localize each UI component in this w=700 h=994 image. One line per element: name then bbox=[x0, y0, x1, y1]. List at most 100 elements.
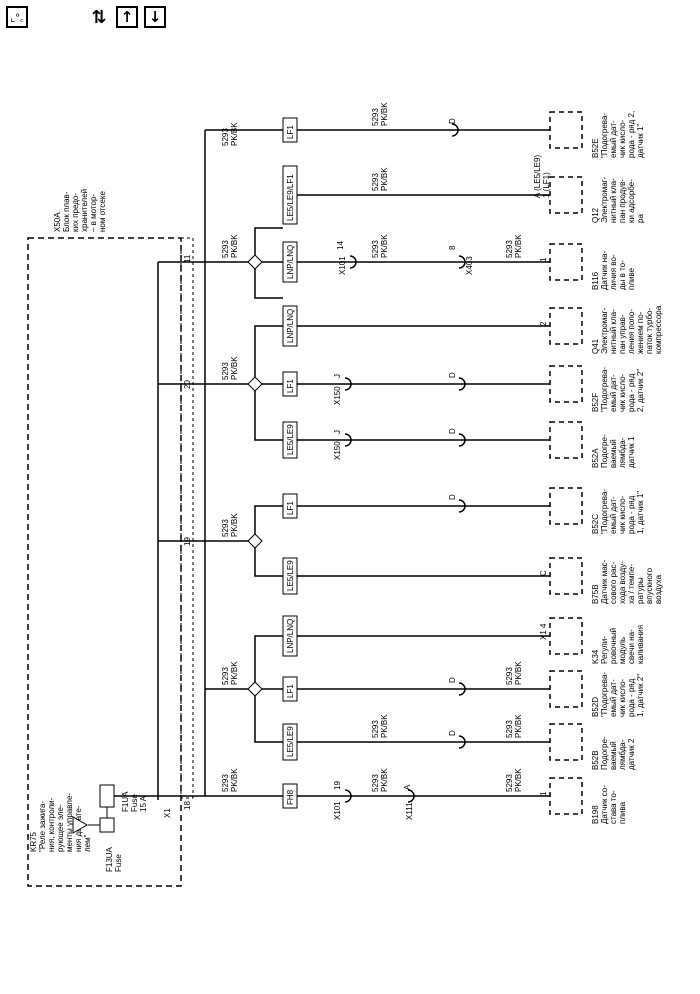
svg-text:B52F"Подогрева-емый дат-чик ки: B52F"Подогрева-емый дат-чик кисло-рода -… bbox=[591, 367, 645, 412]
wire-label: 5293PK/BK bbox=[221, 234, 239, 258]
svg-text:D: D bbox=[448, 372, 457, 378]
conn-pin-x1-4: X1 4 bbox=[539, 623, 548, 640]
legend-button[interactable]: ⌞°꜀ bbox=[6, 6, 28, 28]
option-box-label: LE5/LE9 bbox=[286, 726, 295, 757]
svg-text:5293PK/BK: 5293PK/BK bbox=[221, 768, 239, 792]
pin-18-label: 18 bbox=[183, 801, 192, 810]
option-box-label: LE5/LE9 bbox=[286, 560, 295, 591]
svg-text:B52BПодогре-ваемыйлямбда-датчи: B52BПодогре-ваемыйлямбда-датчик 2 bbox=[591, 736, 636, 770]
option-box-label: LE5/LE9 bbox=[286, 424, 295, 455]
component-box-b198 bbox=[549, 777, 583, 815]
pin-11-label: 11 bbox=[183, 254, 192, 263]
svg-text:LNP/LNQ: LNP/LNQ bbox=[286, 619, 295, 653]
fuse-block-title: X50AБлок плав-ких предо-хранителей– в мо… bbox=[53, 189, 107, 232]
svg-text:A (LE5/LE9)1 (LF1): A (LE5/LE9)1 (LF1) bbox=[533, 155, 551, 198]
arrow-down-icon: ↓ bbox=[148, 8, 162, 26]
svg-text:LF1: LF1 bbox=[286, 125, 295, 139]
svg-text:X150: X150 bbox=[333, 441, 342, 460]
connector-symbols bbox=[344, 123, 466, 803]
svg-text:LE5/LE9: LE5/LE9 bbox=[286, 726, 295, 757]
relay-coil bbox=[99, 817, 115, 833]
svg-text:J: J bbox=[333, 430, 342, 434]
connector-x1-outline bbox=[180, 237, 194, 799]
wire-label: 5293PK/BK bbox=[371, 768, 389, 792]
swap-direction-button[interactable]: ⇅ bbox=[88, 6, 110, 28]
svg-text:D: D bbox=[448, 494, 457, 500]
component-box-b52d bbox=[549, 670, 583, 708]
conn-pin-d-3: D bbox=[448, 428, 457, 434]
svg-text:5293PK/BK: 5293PK/BK bbox=[221, 513, 239, 537]
fuse-f1ua-symbol bbox=[99, 784, 115, 808]
conn-pin-j-a: J bbox=[333, 374, 342, 378]
svg-text:2: 2 bbox=[539, 321, 548, 326]
svg-text:LNP/LNQ: LNP/LNQ bbox=[286, 309, 295, 343]
option-box-label: LF1 bbox=[286, 379, 295, 393]
component-label-b116: B116Датчик на-личия во-ды в то-пливе bbox=[591, 250, 636, 290]
conn-pin-d-1: D bbox=[448, 118, 457, 124]
fuse-f1ua-label: F1UAFuse15 A bbox=[121, 791, 148, 812]
option-box-label: FH8 bbox=[286, 789, 295, 805]
svg-text:X1: X1 bbox=[163, 808, 172, 818]
svg-text:18: 18 bbox=[183, 801, 192, 810]
conn-x101: X101 bbox=[338, 256, 347, 275]
svg-text:8: 8 bbox=[448, 245, 457, 250]
svg-text:1: 1 bbox=[539, 257, 548, 262]
conn-pin-j-b: J bbox=[333, 430, 342, 434]
previous-page-button[interactable]: ↑ bbox=[116, 6, 138, 28]
svg-text:LF1: LF1 bbox=[286, 501, 295, 515]
option-boxes: LF1LE5/LE9/LF1LNP/LNQLNP/LNQLF1LE5/LE9LF… bbox=[282, 117, 298, 809]
conn-x111: X111 bbox=[405, 802, 414, 820]
wire-label: 5293PK/BK bbox=[221, 768, 239, 792]
right-wires bbox=[297, 129, 550, 797]
conn-pin-2: 2 bbox=[539, 321, 548, 326]
svg-text:1: 1 bbox=[539, 791, 548, 796]
svg-text:X101: X101 bbox=[333, 801, 342, 820]
x1-label: X1 bbox=[163, 808, 172, 818]
arrow-up-icon: ↑ bbox=[120, 8, 134, 26]
svg-text:5293PK/BK: 5293PK/BK bbox=[371, 102, 389, 126]
svg-text:5293PK/BK: 5293PK/BK bbox=[505, 768, 523, 792]
svg-text:5293PK/BK: 5293PK/BK bbox=[371, 714, 389, 738]
svg-text:14: 14 bbox=[336, 241, 345, 250]
svg-text:5293PK/BK: 5293PK/BK bbox=[371, 167, 389, 191]
svg-text:B52C"Подогрева-емый дат-чик ки: B52C"Подогрева-емый дат-чик кисло-рода -… bbox=[591, 489, 645, 534]
next-page-button[interactable]: ↓ bbox=[144, 6, 166, 28]
wire-label: 5293PK/BK bbox=[505, 234, 523, 258]
fuse-f13ua-symbol bbox=[72, 816, 89, 834]
branch-lines bbox=[205, 227, 283, 797]
svg-text:X1 4: X1 4 bbox=[539, 623, 548, 640]
wire-label: 5293PK/BK bbox=[221, 356, 239, 380]
wire-label: 5293PK/BK bbox=[505, 661, 523, 685]
component-box-q41 bbox=[549, 307, 583, 345]
svg-text:Q12Электромаг-нитный кла-пан п: Q12Электромаг-нитный кла-пан продув-ки а… bbox=[591, 176, 645, 223]
component-box-b116 bbox=[549, 243, 583, 281]
svg-text:B198Датчик со-става то-плива: B198Датчик со-става то-плива bbox=[591, 785, 627, 824]
conn-x403: X403 bbox=[465, 256, 474, 275]
conn-pin-8: 8 bbox=[448, 245, 457, 250]
svg-text:F1UAFuse15 A: F1UAFuse15 A bbox=[121, 791, 148, 812]
svg-text:F13UAFuse: F13UAFuse bbox=[105, 846, 123, 872]
component-label-b52e: B52E"Подогрева-емый дат-чик кисло-рода -… bbox=[591, 111, 645, 158]
svg-text:X50AБлок плав-ких предо-хранит: X50AБлок плав-ких предо-хранителей– в мо… bbox=[53, 189, 107, 232]
conn-pin-19: 19 bbox=[333, 781, 342, 790]
svg-text:X403: X403 bbox=[465, 256, 474, 275]
conn-x150-a: X150 bbox=[333, 386, 342, 405]
conn-pin-1-b: 1 bbox=[539, 791, 548, 796]
component-box-b52e bbox=[549, 111, 583, 149]
svg-text:5293PK/BK: 5293PK/BK bbox=[371, 234, 389, 258]
component-label-b52a: B52AПодогре-ваемыйлямбда-датчик 1 bbox=[591, 434, 636, 468]
component-boxes: B52E"Подогрева-емый дат-чик кисло-рода -… bbox=[549, 111, 663, 824]
svg-text:5293PK/BK: 5293PK/BK bbox=[505, 714, 523, 738]
svg-text:5293PK/BK: 5293PK/BK bbox=[221, 661, 239, 685]
conn-x150-b: X150 bbox=[333, 441, 342, 460]
component-box-q12 bbox=[549, 176, 583, 214]
svg-text:C: C bbox=[539, 570, 548, 576]
wire-label: 5293PK/BK bbox=[221, 122, 239, 146]
svg-text:D: D bbox=[448, 730, 457, 736]
component-box-b75b bbox=[549, 557, 583, 595]
svg-text:5293PK/BK: 5293PK/BK bbox=[505, 661, 523, 685]
conn-pin-d-2: D bbox=[448, 372, 457, 378]
svg-text:19: 19 bbox=[333, 781, 342, 790]
svg-text:D: D bbox=[448, 428, 457, 434]
conn-x101-b: X101 bbox=[333, 801, 342, 820]
